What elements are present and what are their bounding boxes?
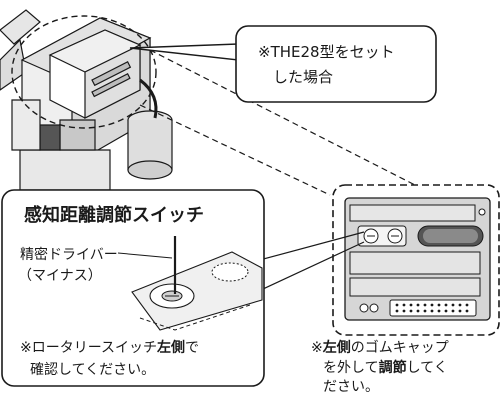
top-callout: ※THE28型をセット した場合 — [129, 25, 437, 103]
tool-label-line-1: 精密ドライバー — [20, 246, 118, 263]
right-note-line-2: を外して調節してく — [323, 359, 448, 376]
right-note-line-3: ださい。 — [323, 379, 379, 395]
right-note-line-1: ※左側のゴムキャップ — [311, 339, 449, 356]
switch-note-line-2: 確認してください。 — [30, 362, 155, 378]
switch-box-title: 感知距離調節スイッチ — [24, 204, 204, 226]
callout-line-1: ※THE28型をセット — [258, 43, 395, 61]
tool-label-line-2: （マイナス） — [18, 268, 102, 284]
switch-note-line-1: ※ロータリースイッチ左側で — [20, 339, 199, 356]
callout-line-2: した場合 — [273, 68, 333, 86]
leader-lines — [139, 49, 416, 196]
highlight-ring — [11, 15, 157, 129]
right-note: ※左側のゴムキャップ を外して調節してく ださい。 — [311, 339, 449, 395]
switch-box: 感知距離調節スイッチ 精密ドライバー （マイナス） ※ロータリースイッチ左側で … — [1, 189, 265, 387]
device-illustration — [0, 9, 173, 191]
controller-panel — [332, 184, 500, 336]
